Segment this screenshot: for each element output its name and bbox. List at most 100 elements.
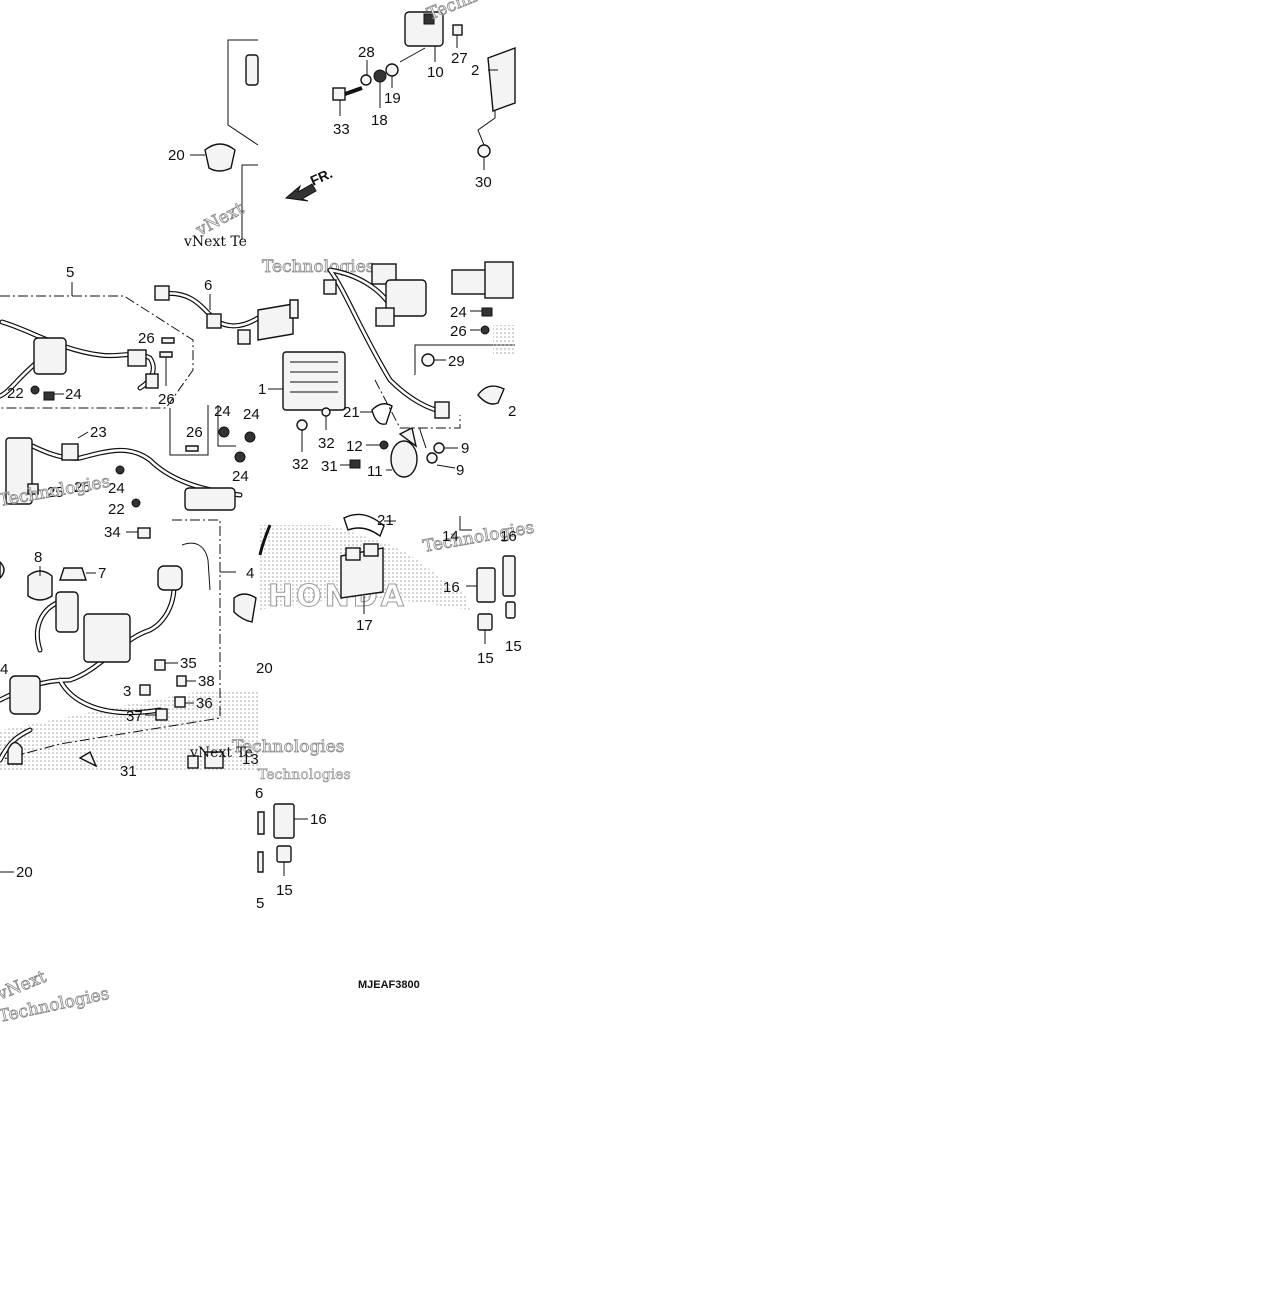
callout-20d: 20 (16, 864, 33, 881)
callout-20c: 20 (256, 660, 273, 677)
callout-30: 30 (475, 174, 492, 191)
callout-5: 5 (66, 264, 74, 281)
connector-right (451, 269, 489, 295)
connector-6a (154, 285, 170, 301)
callout-24e: 24 (232, 468, 249, 485)
watermark-technologies-lower-right: Technologies (421, 518, 535, 557)
tile-lower-left: Technologies 34 8 7 4 4 35 38 36 (0, 519, 345, 780)
callout-24f: 24 (450, 304, 467, 321)
tile-top-left: 20 vNext Te vNext (168, 39, 259, 250)
callout-26e: 26 (450, 323, 467, 340)
sensor-4 (55, 591, 79, 633)
washer-9a (433, 442, 445, 454)
band-21b (343, 513, 385, 538)
nut-29 (421, 353, 435, 367)
tile-middle-left: 5 6 26 26 22 24 23 25 26 24 (0, 264, 261, 518)
callout-29: 29 (448, 353, 465, 370)
callout-24a: 24 (65, 386, 82, 403)
connector-6b (206, 313, 222, 329)
bolt-31 (349, 459, 361, 469)
washer-28 (360, 74, 372, 86)
connector-top-left (245, 54, 259, 86)
connector-5c (145, 373, 159, 389)
callout-13: 13 (242, 751, 259, 768)
connector-top (323, 279, 337, 295)
callout-36: 36 (196, 695, 213, 712)
callout-20: 20 (168, 147, 185, 164)
connector-5 (33, 337, 67, 375)
callout-37: 37 (126, 708, 143, 725)
callout-16a: 16 (443, 579, 460, 596)
callout-14: 14 (442, 528, 459, 545)
callout-31a: 31 (321, 458, 338, 475)
callout-20b: 2 (508, 403, 516, 420)
connector-upper (371, 263, 397, 285)
tile-top-right: Technologies 33 28 18 19 10 27 2 30 FR. (284, 0, 537, 202)
bolt-33 (332, 87, 346, 101)
callout-38: 38 (198, 673, 215, 690)
watermark-technologies-fragment: Technologies (258, 767, 351, 783)
clip-38 (176, 675, 187, 687)
connector-block-upper (385, 279, 427, 317)
clip-27 (452, 24, 463, 36)
relay-15c (276, 845, 292, 863)
callout-21b: 21 (377, 512, 394, 529)
callout-15c: 15 (276, 882, 293, 899)
brand-mark-honda: HONDA (268, 579, 407, 614)
connector-block-lower (184, 487, 236, 511)
cover-7 (59, 567, 87, 581)
callout-15b: 15 (505, 638, 522, 655)
callout-6: 6 (204, 277, 212, 294)
relay-16a (476, 567, 496, 603)
washer-12 (379, 440, 389, 450)
callout-23: 23 (90, 424, 107, 441)
relay-16b (502, 555, 516, 597)
diagram-code: MJEAF3800 (358, 979, 420, 991)
watermark-vnext-te-2: vNext Te (189, 745, 253, 761)
connector-23 (61, 443, 79, 461)
callout-7: 7 (98, 565, 106, 582)
relay-16c (273, 803, 295, 839)
callout-8: 8 (34, 549, 42, 566)
clip-36 (174, 696, 186, 708)
clip-3 (139, 684, 151, 696)
callout-24b: 24 (108, 480, 125, 497)
washer-9b (426, 452, 438, 464)
callout-26c: 26 (74, 479, 91, 496)
connector-block-4 (83, 613, 131, 663)
clamp-20b (477, 385, 505, 405)
callout-25: 25 (47, 484, 64, 501)
grommet-30 (477, 144, 491, 158)
callout-5-fragment: 5 (256, 895, 264, 912)
battery-box-2 (487, 46, 516, 112)
callout-18: 18 (371, 112, 388, 129)
callout-32a: 32 (292, 456, 309, 473)
connector-end (434, 401, 450, 419)
regulator-rectifier-1 (282, 351, 346, 411)
connector-6c (237, 329, 251, 345)
connector-block-4b (9, 675, 41, 715)
bolt-34 (137, 527, 151, 539)
callout-11: 11 (367, 463, 383, 480)
relay-4 (157, 565, 183, 591)
callout-15a: 15 (477, 650, 494, 667)
tile-middle-right: Technologies 1 32 32 21 1 (257, 257, 516, 480)
nut-22a (30, 385, 40, 395)
forward-arrow-icon (284, 183, 317, 202)
callout-21a: 21 (343, 404, 360, 421)
callout-9b: 9 (456, 462, 464, 479)
callout-17: 17 (356, 617, 373, 634)
tile-bottom-left: 20 vNext Technologies (0, 864, 111, 1027)
clip-26d (185, 445, 199, 452)
direction-label: FR. (308, 165, 335, 189)
callout-26a: 26 (138, 330, 155, 347)
callout-22b: 22 (108, 501, 125, 518)
callout-24c: 24 (214, 403, 231, 420)
callout-32b: 32 (318, 435, 335, 452)
washer-19 (385, 63, 399, 77)
fuse-box-right (484, 261, 514, 299)
clip-24a (43, 391, 55, 401)
connector-5b (127, 349, 147, 367)
